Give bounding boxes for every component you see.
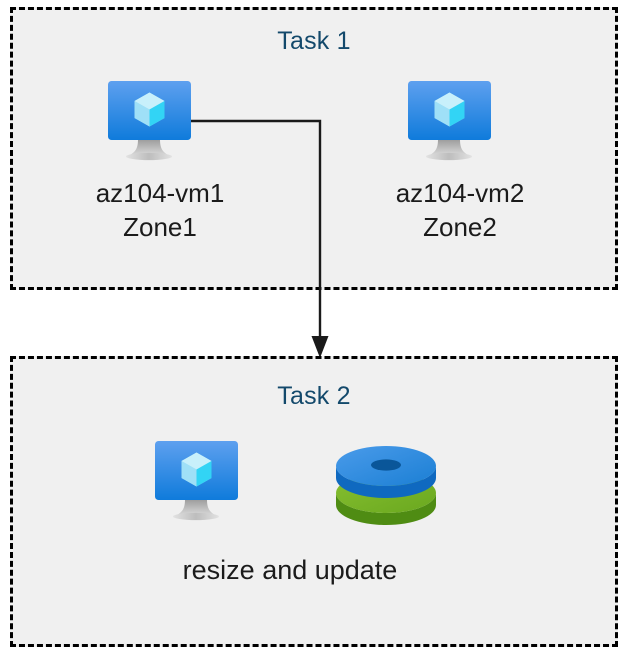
vm1-name: az104-vm1 — [95, 178, 225, 208]
vm2-label: az104-vm2 Zone2 — [360, 176, 560, 244]
task-1-title: Task 1 — [277, 27, 351, 55]
vm1-zone: Zone1 — [123, 212, 197, 242]
virtual-machine-icon — [155, 441, 259, 525]
task-2-title: Task 2 — [277, 382, 351, 410]
vm2-zone: Zone2 — [423, 212, 497, 242]
vm1-label: az104-vm1 Zone1 — [60, 176, 260, 244]
disks-icon — [333, 443, 439, 528]
resize-and-update-caption: resize and update — [182, 555, 398, 585]
virtual-machine-icon — [408, 81, 512, 165]
virtual-machine-icon — [108, 81, 212, 165]
vm2-name: az104-vm2 — [395, 178, 525, 208]
down-arrow-icon — [311, 336, 329, 358]
task-2-container — [10, 356, 618, 647]
